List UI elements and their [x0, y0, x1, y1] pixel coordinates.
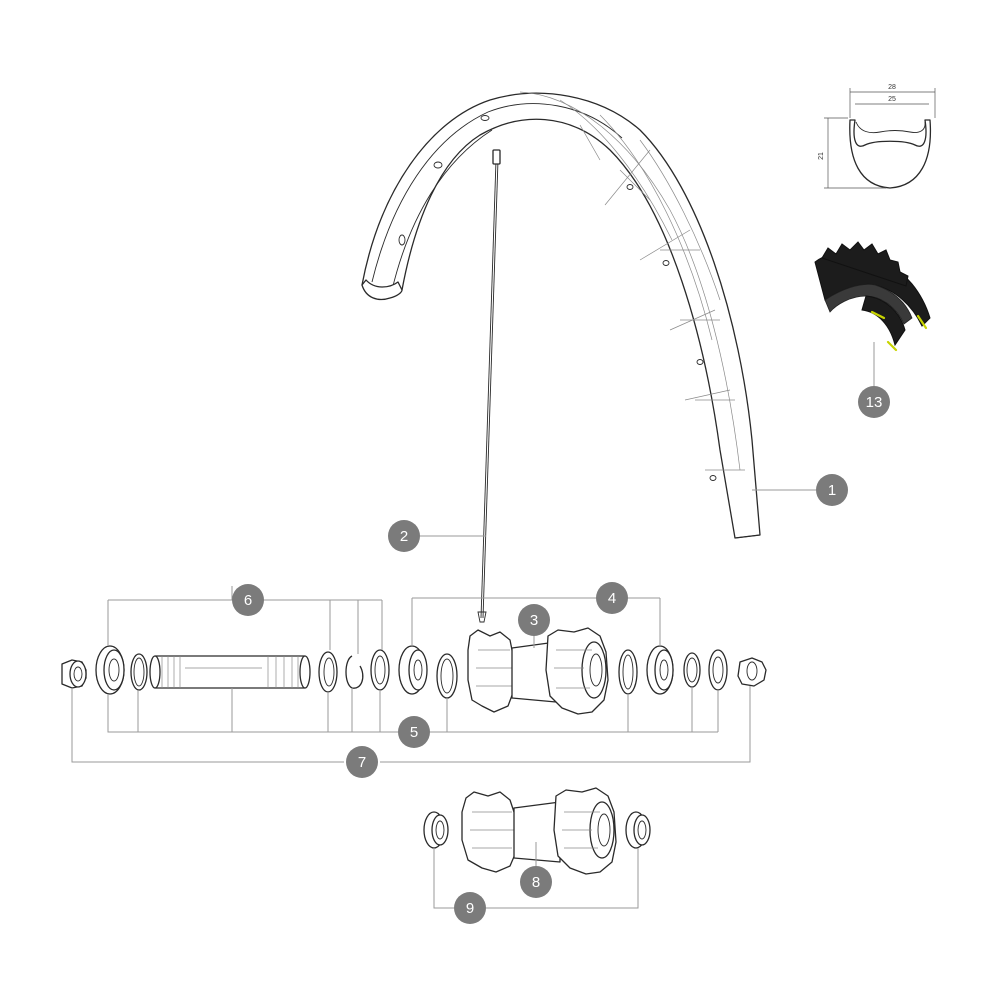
- rim-profile-section: 28 25 21: [818, 84, 936, 189]
- left-hub-bearing: [398, 645, 428, 695]
- callout-3: 3: [518, 604, 550, 636]
- callout-5: 5: [398, 716, 430, 748]
- callout-9-label: 9: [466, 900, 474, 917]
- right-hub-circlip: [618, 649, 638, 695]
- callout-9: 9: [454, 892, 486, 924]
- callout-2: 2: [388, 520, 420, 552]
- callout-1-label: 1: [828, 482, 836, 499]
- rim-inner-width: 25: [888, 96, 896, 103]
- axle-assembly: [61, 627, 767, 715]
- tyre: [814, 241, 931, 352]
- hub-body: [467, 627, 609, 715]
- callout-13-label: 13: [866, 394, 883, 411]
- axle: [149, 655, 311, 689]
- rim: [361, 91, 761, 539]
- alt-left-end-cap: [423, 811, 449, 849]
- right-end-cap: [737, 657, 767, 687]
- callout-6: 6: [232, 584, 264, 616]
- callout-2-label: 2: [400, 528, 408, 545]
- callout-7-label: 7: [358, 754, 366, 771]
- rim-outer-width: 28: [888, 84, 896, 91]
- rim-height: 21: [818, 152, 825, 160]
- leader-lines: [71, 342, 875, 909]
- callout-1: 1: [816, 474, 848, 506]
- left-hub-circlip: [436, 653, 458, 699]
- callout-13: 13: [858, 386, 890, 418]
- tyre-bead-accent: [916, 314, 928, 330]
- right-hub-bearing: [646, 645, 674, 695]
- axle-circlip: [345, 655, 364, 689]
- callout-8-label: 8: [532, 874, 540, 891]
- spoke: [477, 149, 501, 623]
- callout-6-label: 6: [244, 592, 252, 609]
- left-clip-ring: [130, 653, 148, 691]
- callout-4: 4: [596, 582, 628, 614]
- alt-right-end-cap: [625, 811, 651, 849]
- callout-8: 8: [520, 866, 552, 898]
- right-spacer-ring-b: [708, 649, 728, 691]
- callout-5-label: 5: [410, 724, 418, 741]
- left-end-cap: [61, 659, 87, 689]
- alt-hub-body: [461, 787, 617, 875]
- callout-7: 7: [346, 746, 378, 778]
- alt-hub-assembly: [423, 787, 651, 875]
- left-seal: [95, 645, 125, 695]
- callout-4-label: 4: [608, 590, 616, 607]
- callout-3-label: 3: [530, 612, 538, 629]
